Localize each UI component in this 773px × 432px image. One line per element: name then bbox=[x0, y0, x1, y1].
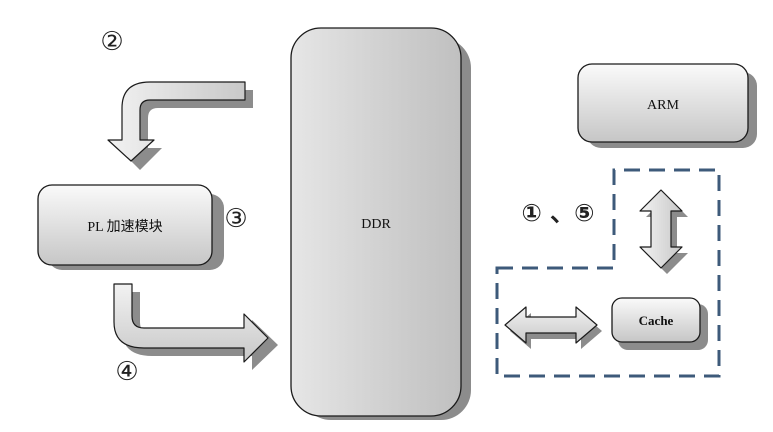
step-label-3: ③ bbox=[224, 204, 247, 234]
pl-accelerator-block: PL 加速模块 bbox=[37, 184, 224, 270]
arrow-ddr-to-pl bbox=[107, 81, 253, 170]
arm-label: ARM bbox=[647, 98, 679, 113]
arrow-pl-to-ddr bbox=[113, 283, 278, 370]
cache-block: Cache bbox=[611, 297, 708, 350]
cache-label: Cache bbox=[639, 313, 674, 328]
arrow-ddr-cache-bidirectional bbox=[504, 306, 602, 349]
pl-accelerator-label: PL 加速模块 bbox=[87, 219, 162, 235]
step-label-4: ④ bbox=[115, 357, 138, 387]
arm-block: ARM bbox=[577, 63, 757, 148]
arrow-arm-cache-bidirectional bbox=[639, 189, 688, 274]
ddr-block: DDR bbox=[290, 27, 471, 420]
ddr-label: DDR bbox=[361, 217, 391, 232]
step-label-2: ② bbox=[100, 27, 123, 57]
step-label-1-5: ① 、⑤ bbox=[522, 199, 595, 227]
